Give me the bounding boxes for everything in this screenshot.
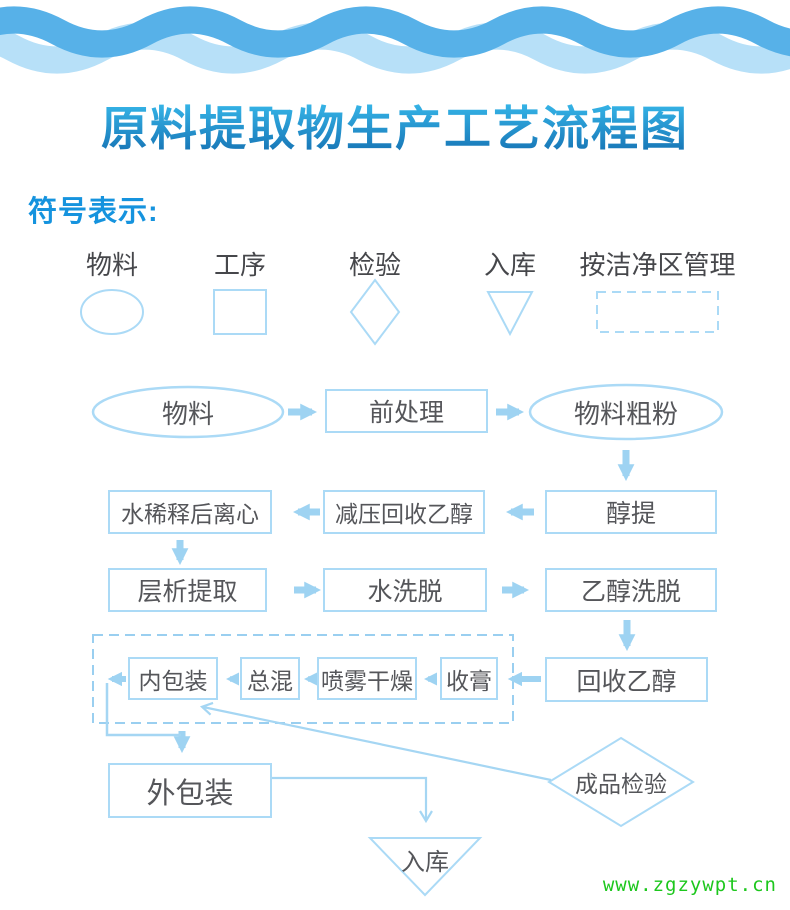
node-shougao: 收膏 (440, 657, 498, 700)
wave-dark (0, 6, 790, 58)
legend-label-inspection: 检验 (348, 249, 401, 280)
legend-rect-symbol (213, 289, 267, 335)
legend-diamond-symbol (349, 278, 401, 346)
legend-triangle-symbol (486, 291, 534, 337)
legend-symbols (80, 278, 719, 346)
node-chunti: 醇提 (545, 490, 717, 534)
watermark: www.zgzywpt.cn (602, 874, 777, 896)
legend-label-material: 物料 (85, 249, 138, 280)
node-waibaozhuang: 外包装 (108, 763, 272, 818)
node-penwu: 喷雾干燥 (317, 657, 417, 700)
node-shape-chengpin-diamond (547, 736, 695, 828)
node-zonghun: 总混 (240, 657, 300, 700)
node-cengxi: 层析提取 (108, 568, 267, 612)
node-label-ruku: 入库 (401, 848, 449, 876)
node-qianchuli: 前处理 (325, 389, 488, 433)
node-jianya: 减压回收乙醇 (323, 490, 485, 534)
node-label-wuliao: 物料 (161, 398, 214, 429)
legend-ellipse-symbol (80, 289, 144, 335)
node-neibaozhuang: 内包装 (128, 657, 218, 700)
flow-shapes (91, 383, 724, 897)
node-shape-wuliaocufen (528, 383, 724, 441)
flow-arrows (105, 403, 636, 824)
legend-label-clean-area: 按洁净区管理 (579, 249, 736, 280)
node-shuixituo: 水洗脱 (323, 568, 487, 612)
legend-label-process: 工序 (213, 249, 266, 280)
legend-label-warehousing: 入库 (483, 249, 536, 280)
legend-dashed-rect-symbol (596, 291, 719, 333)
connector-neibaozhuang-waibaozhuang (105, 683, 181, 737)
node-shape-wuliao (91, 385, 285, 439)
connector-chengpin-neibaozhuang (199, 701, 552, 782)
node-yichunxituo: 乙醇洗脱 (545, 568, 717, 612)
node-label-chengpin: 成品检验 (575, 771, 667, 797)
page-title: 原料提取物生产工艺流程图 (0, 90, 790, 155)
node-shuixishi: 水稀释后离心 (108, 490, 272, 534)
connector-waibaozhuang-ruku (272, 776, 433, 824)
wave-banner (0, 6, 790, 74)
node-shape-ruku-triangle (367, 837, 483, 897)
legend-heading: 符号表示: (28, 196, 159, 228)
node-label-wuliaocufen: 物料粗粉 (573, 398, 678, 429)
node-huishou: 回收乙醇 (545, 657, 708, 702)
